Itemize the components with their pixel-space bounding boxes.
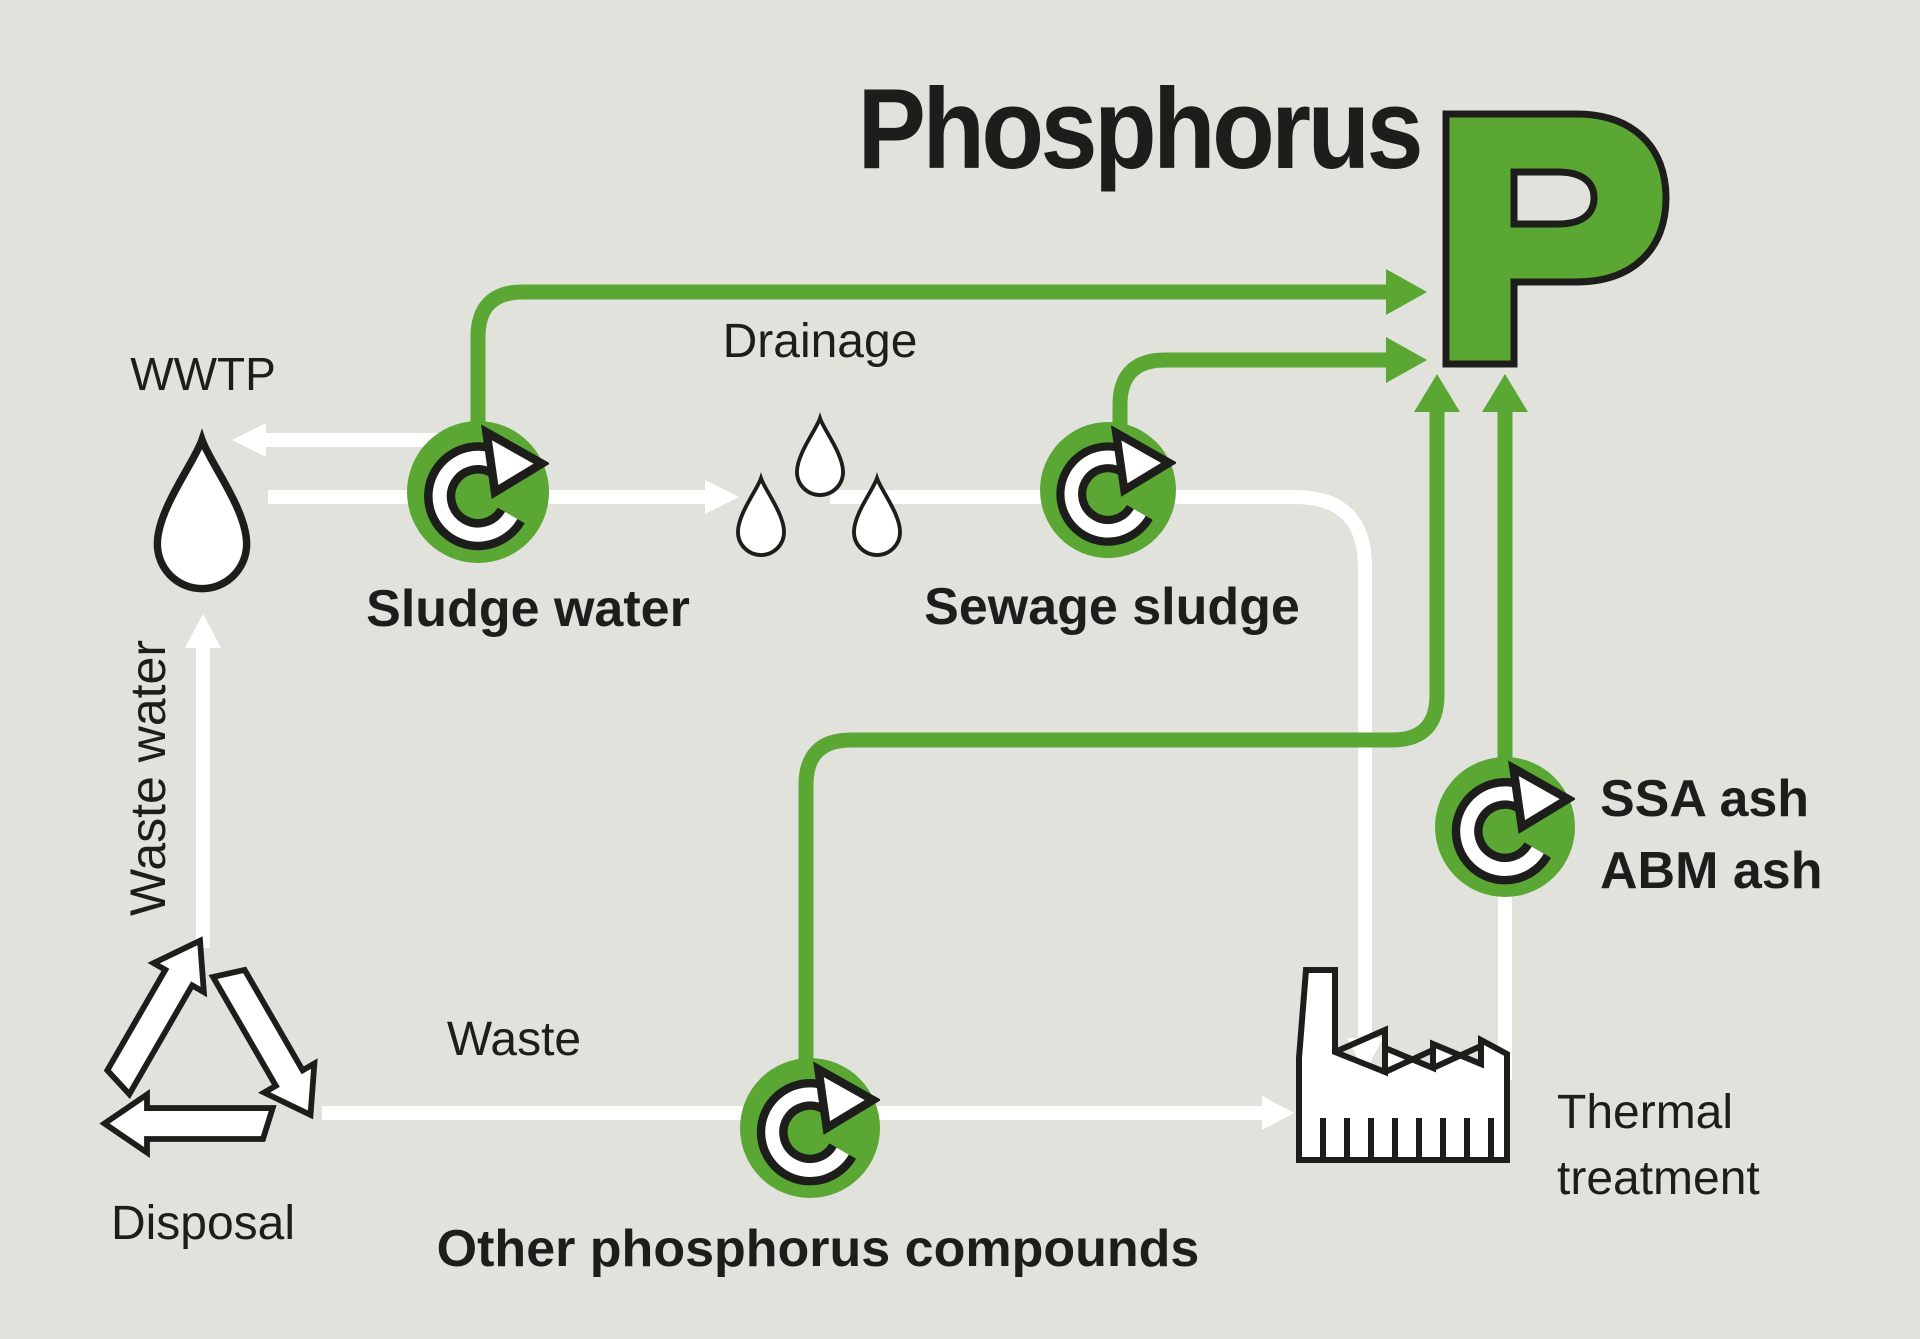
wwtp-label: WWTP xyxy=(130,348,276,400)
sewage-sludge-label: Sewage sludge xyxy=(924,578,1300,636)
green-flow-sludgewater-to-p xyxy=(470,269,1427,428)
page-title: Phosphorus xyxy=(857,66,1423,193)
phosphorus-letter-icon xyxy=(1442,110,1670,368)
factory-stripes xyxy=(1320,1118,1494,1157)
other-phosphorus-compounds-label: Other phosphorus compounds xyxy=(436,1220,1200,1278)
disposal-label: Disposal xyxy=(110,1197,296,1250)
water-drop-icon xyxy=(788,394,852,518)
recycle-circle-icon xyxy=(407,421,549,563)
thermal-line: Thermal xyxy=(1557,1086,1734,1139)
waste-label: Waste xyxy=(446,1013,582,1066)
drainage-label: Drainage xyxy=(722,315,918,368)
water-drop-icon xyxy=(729,454,793,578)
sludge-water-label: Sludge water xyxy=(366,580,690,638)
recycle-circle-icon xyxy=(1435,757,1575,897)
abm-ash-line: ABM ash xyxy=(1600,841,1823,900)
white-flow-sewage-to-factory xyxy=(1170,490,1383,1072)
recycle-circle-icon xyxy=(1040,422,1176,558)
green-flow-othercompounds-to-p xyxy=(798,374,1460,1062)
treatment-line: treatment xyxy=(1557,1152,1760,1206)
ssa-ash-line: SSA ash xyxy=(1600,770,1810,828)
factory-icon xyxy=(1296,967,1510,1163)
ssa-abm-ash-label: SSA ash ABM ash xyxy=(1600,764,1822,908)
recycle-triangle-icon xyxy=(85,936,325,1168)
green-flow-ssa-to-p xyxy=(1482,374,1528,760)
white-flow-wastewater-up xyxy=(185,614,221,948)
recycle-circle-icon xyxy=(740,1058,880,1198)
thermal-treatment-label: Thermal treatment xyxy=(1557,1080,1760,1212)
waste-water-label: Waste water xyxy=(120,639,176,917)
water-drop-icon xyxy=(140,413,264,613)
green-flow-sewage-to-p xyxy=(1112,337,1427,430)
water-drop-icon xyxy=(845,454,909,578)
